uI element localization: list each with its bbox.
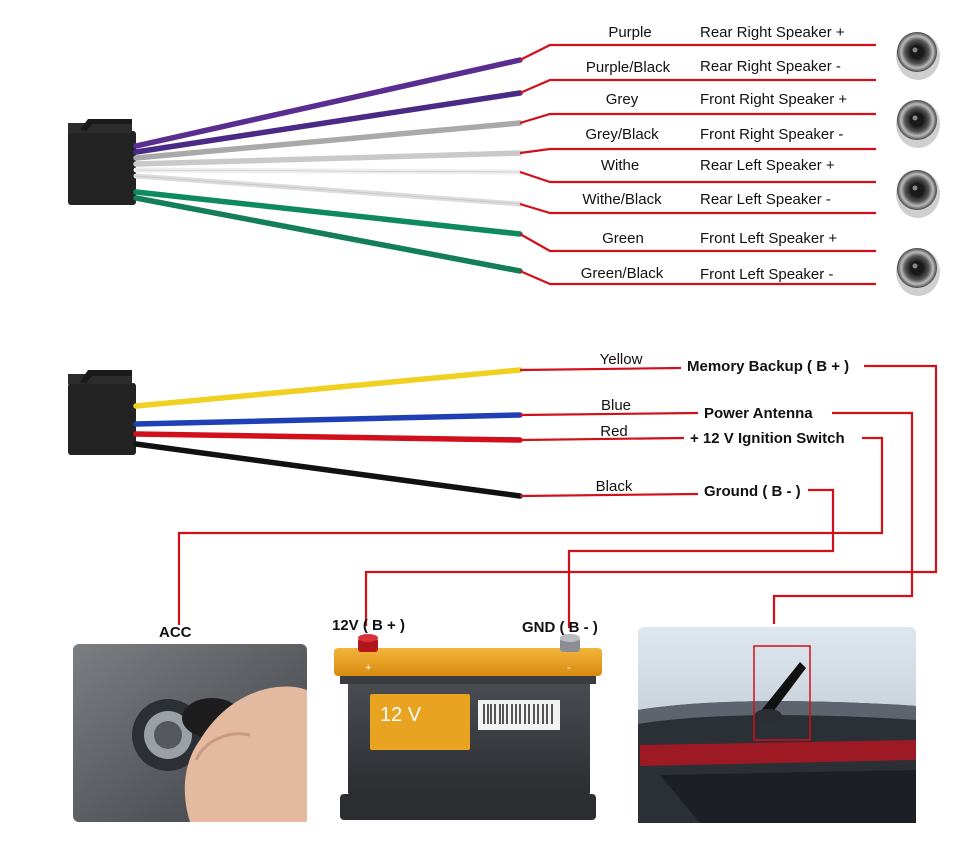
wire-name-2: Purple/Black [586,59,671,76]
wire-function-9: Memory Backup ( B + ) [687,358,849,375]
leader-1 [519,43,876,61]
leader-6 [519,202,876,215]
leader-7 [519,233,876,253]
battery-pos-label: 12V ( B + ) [332,617,405,634]
leader-2 [519,78,876,95]
wire-4 [133,150,523,167]
wire-function-7: Front Left Speaker + [700,230,837,247]
battery-neg-label: GND ( B - ) [522,619,598,636]
wire-function-6: Rear Left Speaker - [700,191,831,208]
wire-10 [133,412,523,427]
wire-8 [133,195,523,274]
wire-function-12: Ground ( B - ) [704,483,801,500]
wire-edge-6 [135,175,521,205]
speaker-icon [896,248,940,296]
wire-name-11: Red [600,423,628,440]
leader-3 [519,112,876,125]
antenna-route [772,411,914,624]
battery-pos-route [364,364,938,626]
wire-9 [133,367,523,409]
wire-name-9: Yellow [600,351,643,368]
harness-2-leaders [519,366,699,498]
wire-12 [133,441,523,499]
speaker-icon [896,170,940,218]
wire-name-12: Black [596,478,633,495]
battery-minus: - [567,662,571,674]
wire-function-8: Front Left Speaker - [700,266,833,283]
leader-8 [519,269,876,286]
antenna-image [638,627,916,823]
wire-name-6: Withe/Black [582,191,662,208]
negative-terminal [560,638,580,652]
wire-name-7: Green [602,230,644,247]
harness-2-wires [133,367,523,499]
wire-11 [133,431,523,443]
positive-terminal [358,638,378,652]
acc-label: ACC [159,624,192,641]
connector-1 [68,119,136,205]
wire-name-1: Purple [608,24,651,41]
antenna-mast [760,662,806,716]
harness-1-wires [133,57,523,274]
leader-4 [519,147,876,155]
leader-11 [519,436,685,442]
leader-12 [519,492,699,498]
wire-name-8: Green/Black [581,265,664,282]
wire-function-1: Rear Right Speaker + [700,24,845,41]
speaker-icon [896,100,940,148]
ignition-image [73,644,307,822]
wire-name-10: Blue [601,397,631,414]
hand [184,686,307,822]
battery-plus: + [365,662,371,674]
harness-2-labels: Yellow Memory Backup ( B + ) Blue Power Ant… [596,351,849,500]
speaker-icon [896,32,940,80]
speakers [896,32,940,296]
leader-9 [519,366,682,372]
battery-image [334,634,602,820]
wire-function-11: + 12 V Ignition Switch [690,430,845,447]
wire-name-5: Withe [601,157,639,174]
wire-function-5: Rear Left Speaker + [700,157,835,174]
wire-name-4: Grey/Black [585,126,659,143]
wire-1 [133,57,523,149]
wire-function-2: Rear Right Speaker - [700,58,841,75]
ground-route [567,488,835,628]
acc-route [177,436,884,625]
wire-function-10: Power Antenna [704,405,813,422]
routing-lines [177,364,938,628]
wire-edge-5 [135,169,521,173]
wire-2 [133,90,523,155]
battery-label-panel [370,694,470,750]
leader-10 [519,411,699,417]
battery-voltage: 12 V [380,704,422,726]
harness-1-leaders [519,43,876,286]
wire-function-4: Front Right Speaker - [700,126,843,143]
wire-name-3: Grey [606,91,639,108]
wire-7 [133,189,523,237]
connector-2 [68,370,136,455]
leader-5 [519,170,876,184]
wire-function-3: Front Right Speaker + [700,91,847,108]
wire-3 [133,120,523,161]
antenna-highlight-box [753,645,811,741]
